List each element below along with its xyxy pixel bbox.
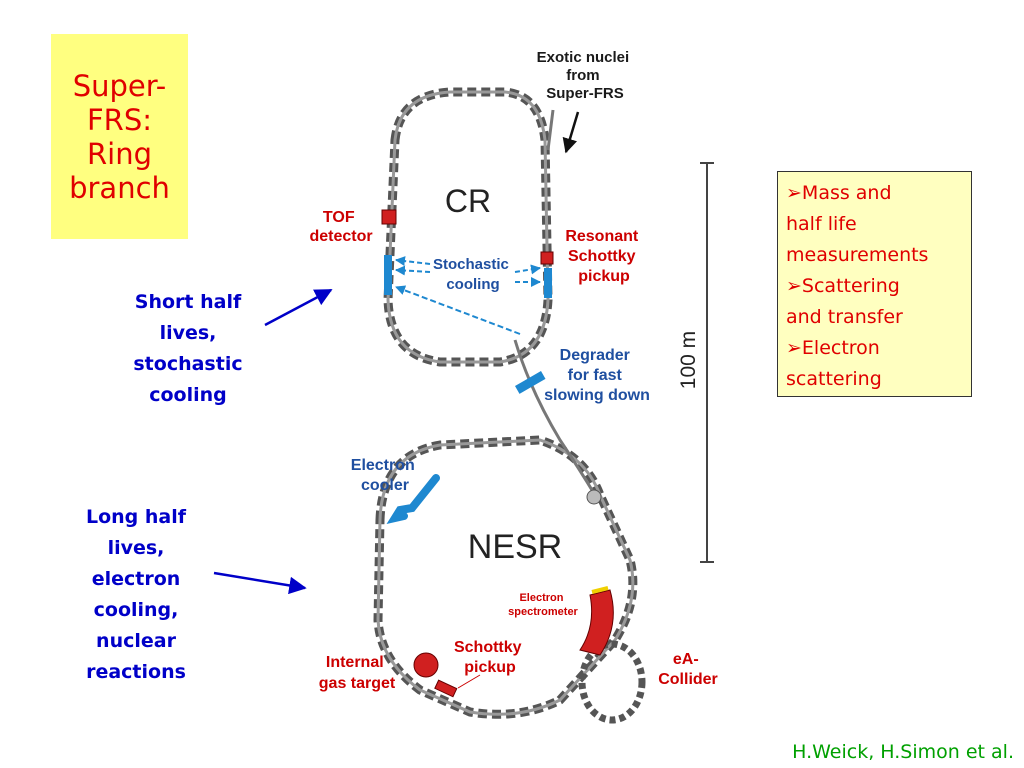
electron-cooler-label: Electron cooler: [351, 457, 419, 494]
ea-collider-ring: [578, 640, 646, 724]
note-short-line-4: cooling: [149, 384, 227, 406]
electron-spectrometer-device: [579, 589, 614, 656]
info-line-1: ➢Mass and: [786, 182, 892, 204]
resonant-schottky-label: Resonant Schottky pickup: [565, 228, 642, 285]
schottky-pointer: [457, 674, 481, 689]
transfer-element: [586, 489, 602, 505]
long-note-arrow: [213, 571, 307, 595]
resonant-schottky-marker: [540, 251, 554, 265]
stochastic-cooling-label: Stochastic cooling: [433, 256, 513, 293]
info-line-3: measurements: [786, 244, 929, 266]
long-half-lives-note: Long half lives, electron cooling, nucle…: [66, 502, 206, 688]
info-line-7: scattering: [786, 368, 882, 390]
note-long-line-2: lives,: [107, 537, 165, 559]
scale-label: 100 m: [677, 331, 700, 389]
note-long-line-1: Long half: [85, 506, 187, 528]
schottky-pickup-label: Schottky pickup: [454, 639, 526, 676]
electron-cooler-device: [386, 474, 440, 524]
nesr-label: NESR: [468, 528, 562, 566]
slide-title: Super- FRS: Ring branch: [69, 69, 170, 205]
info-line-2: half life: [786, 213, 857, 235]
scale-bar: [700, 162, 714, 563]
title-box: Super- FRS: Ring branch: [51, 34, 188, 239]
title-line-4: branch: [69, 170, 170, 205]
tof-label: TOF detector: [309, 209, 372, 245]
electron-spectrometer-label: Electron spectrometer: [508, 592, 578, 618]
note-short-line-2: lives,: [159, 322, 217, 344]
internal-gas-target-marker: [413, 652, 439, 678]
note-short-line-1: Short half: [134, 291, 242, 313]
exotic-arrow: [562, 111, 580, 154]
ea-collider-label: eA- Collider: [658, 651, 718, 688]
note-long-line-4: cooling,: [93, 599, 179, 621]
title-line-3: Ring: [87, 136, 152, 171]
title-line-1: Super-: [72, 68, 167, 103]
cr-ring: [383, 87, 553, 367]
transfer-line: [513, 339, 597, 496]
short-note-arrow: [264, 288, 333, 327]
tof-detector-marker: [381, 209, 397, 225]
injection-line: [546, 109, 555, 151]
note-long-line-6: reactions: [86, 661, 186, 683]
note-short-line-3: stochastic: [133, 353, 243, 375]
degrader-marker: [515, 371, 546, 394]
degrader-label: Degrader for fast slowing down: [544, 347, 650, 404]
info-line-6: ➢Electron: [786, 337, 880, 359]
nesr-ring: [373, 435, 638, 719]
title-line-2: FRS:: [86, 102, 152, 137]
info-line-5: and transfer: [786, 306, 903, 328]
measurements-box: ➢Mass and half life measurements ➢Scatte…: [777, 171, 972, 397]
schottky-pickup-marker: [434, 679, 458, 698]
info-line-4: ➢Scattering: [786, 275, 900, 297]
note-long-line-5: nuclear: [96, 630, 176, 652]
cr-label: CR: [445, 183, 491, 219]
spectrometer-detector: [591, 586, 609, 594]
stochastic-cooling-links: [384, 255, 552, 335]
note-long-line-3: electron: [91, 568, 181, 590]
credit: H.Weick, H.Simon et al.: [792, 741, 1014, 763]
internal-gas-target-label: Internal gas target: [319, 654, 396, 692]
exotic-label: Exotic nuclei from Super-FRS: [537, 49, 634, 102]
short-half-lives-note: Short half lives, stochastic cooling: [110, 287, 266, 411]
